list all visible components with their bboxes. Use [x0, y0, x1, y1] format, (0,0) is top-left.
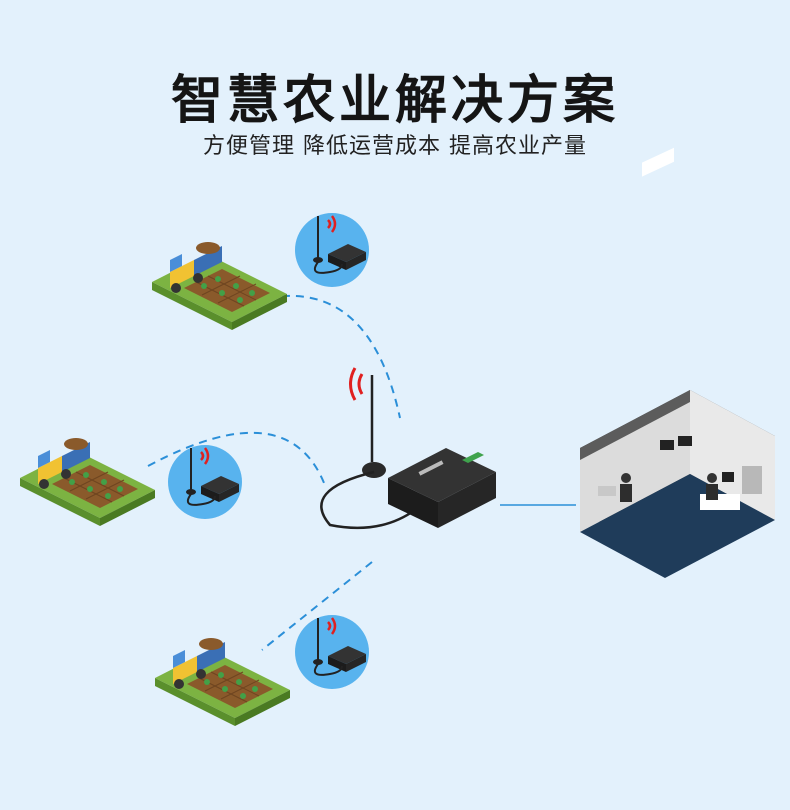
- link-middle: [147, 431, 327, 489]
- link-top: [267, 294, 401, 419]
- page-subtitle: 方便管理 降低运营成本 提高农业产量: [203, 134, 587, 159]
- farm-field-icon: [19, 437, 156, 527]
- farm-field-icon: [151, 241, 288, 331]
- office-room-icon: [580, 147, 775, 578]
- wireless-module-icon: [293, 211, 371, 289]
- wireless-module-icon: [166, 443, 244, 521]
- page-title: 智慧农业解决方案: [170, 71, 619, 131]
- wireless-module-icon: [293, 613, 371, 691]
- link-bottom: [261, 561, 373, 651]
- farm-field-icon: [154, 637, 291, 727]
- gateway-device-icon: [320, 367, 496, 530]
